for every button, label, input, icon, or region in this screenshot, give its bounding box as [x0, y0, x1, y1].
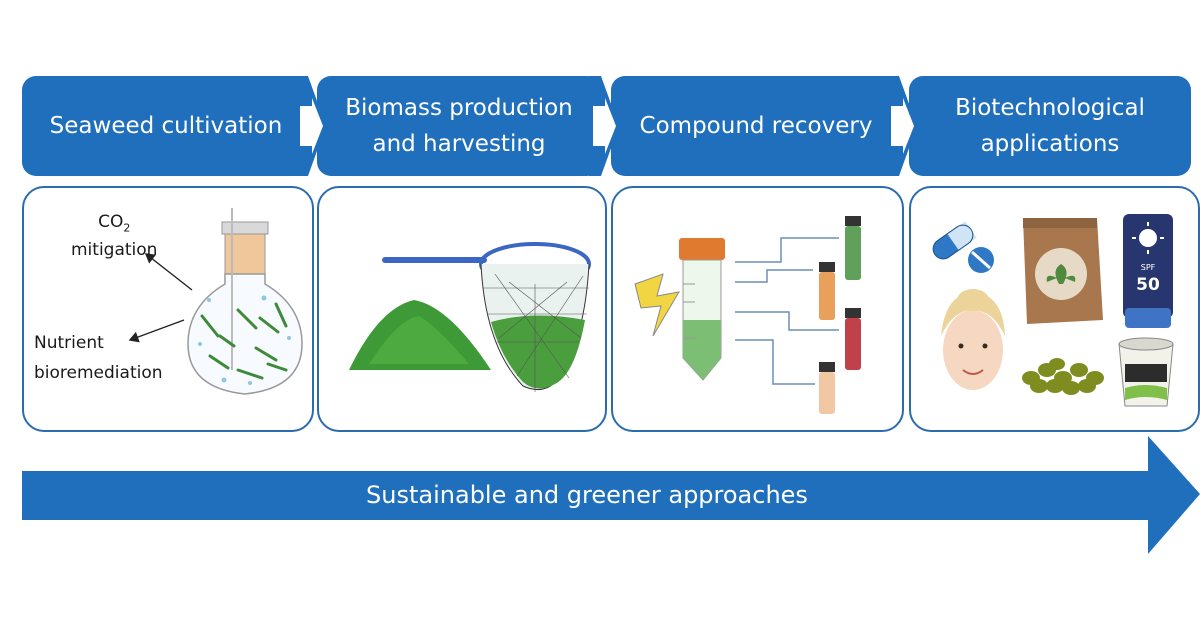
culture-flask-illustration: [128, 208, 303, 395]
stage-title: Biotechnological applications: [955, 95, 1145, 157]
capsule-icon: [932, 221, 977, 260]
spf-label: SPF: [1141, 263, 1156, 272]
stage-connector-arrow: [589, 76, 619, 176]
stage-header-biomass: Biomass production and harvesting: [317, 76, 601, 176]
extraction-illustration: [634, 216, 861, 414]
sustainability-arrow: [22, 436, 1200, 554]
pellets-icon: [1022, 358, 1104, 395]
co2-mitigation-label: CO2 mitigation: [71, 212, 158, 261]
panel-applications: SPF 50: [909, 186, 1200, 432]
applications-illustration: SPF 50: [932, 214, 1174, 407]
sustainability-arrow-label: Sustainable and greener approaches: [366, 481, 808, 509]
stage-title: Biomass production and harvesting: [345, 95, 573, 157]
stage-title: Seaweed cultivation: [49, 113, 283, 139]
sunscreen-icon: [1123, 214, 1173, 318]
nutrient-bioremediation-label: Nutrient bioremediation: [34, 333, 163, 383]
stage-header-recovery: Compound recovery: [611, 76, 901, 176]
stage-header-applications: Biotechnological applications: [909, 76, 1191, 176]
panel-cultivation: CO2 mitigation Nutrient bioremediation: [22, 186, 314, 432]
panel-compound-recovery: [611, 186, 904, 432]
stage-title: Compound recovery: [639, 113, 873, 139]
stage-connector-arrow: [296, 76, 326, 176]
panel-biomass: [317, 186, 607, 432]
stage-connector-arrow: [887, 76, 917, 176]
spf-value: 50: [1136, 275, 1160, 295]
face-icon: [943, 310, 1003, 390]
stage-header-cultivation: Seaweed cultivation: [22, 76, 310, 176]
harvest-net-illustration: [349, 242, 591, 392]
